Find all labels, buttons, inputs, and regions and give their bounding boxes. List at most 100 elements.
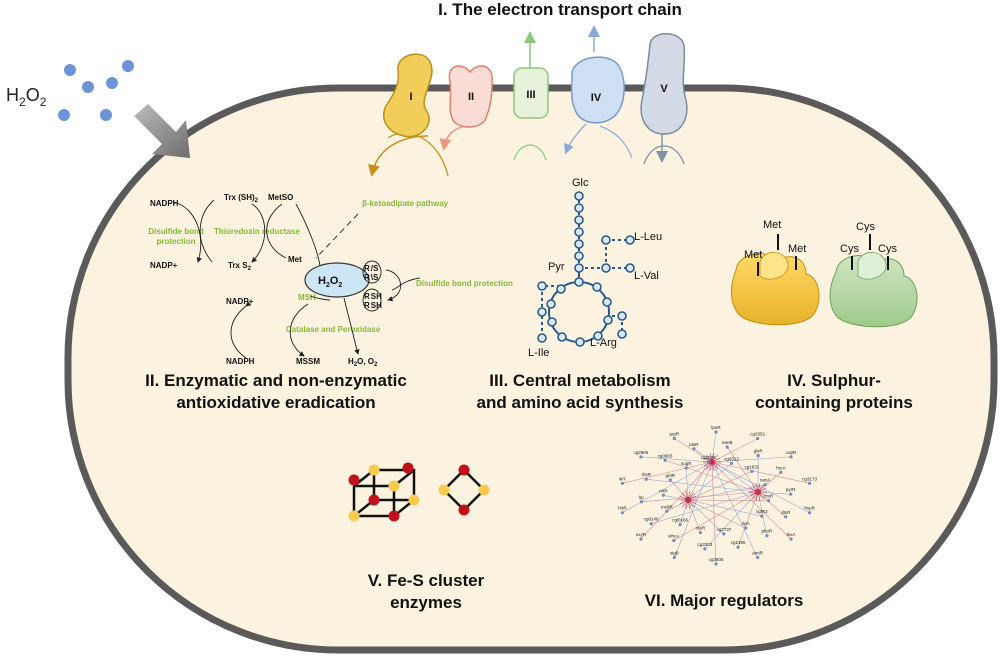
svg-text:L-Leu: L-Leu [634, 231, 662, 243]
s-atoms [348, 464, 490, 522]
network-edge [711, 461, 810, 484]
regulator-node [672, 436, 676, 441]
svg-text:β-ketoadipate pathway: β-ketoadipate pathway [362, 199, 449, 208]
regulator-node [703, 547, 707, 551]
network-edge [687, 499, 725, 535]
network-edge [757, 491, 791, 495]
regulator-node [779, 470, 783, 474]
regulators-title: VI. Major regulators [645, 591, 804, 610]
regulator-label: cg1631 [745, 464, 760, 469]
regulator-node [714, 562, 718, 566]
svg-text:Met: Met [288, 255, 302, 264]
network-edge [646, 478, 759, 493]
complex-iii [513, 67, 549, 119]
regulator-node [750, 469, 754, 473]
svg-text:NADPH: NADPH [150, 199, 179, 208]
regulator-label: ramA [760, 478, 771, 483]
svg-text:V: V [660, 83, 668, 95]
svg-text:Catalase and Peroxidase: Catalase and Peroxidase [286, 325, 381, 334]
regulator-label: rbsR [642, 472, 652, 477]
entry-arrow [132, 104, 190, 158]
network-edge [687, 499, 701, 533]
regulator-network: lpuRramBcg0312cg3352glxRcg1631copRhrcAra… [618, 425, 817, 566]
network-edge [687, 461, 709, 501]
network-edge [687, 499, 746, 529]
regulator-label: cg0312 [724, 456, 739, 461]
network-edge [622, 461, 713, 513]
svg-text:L-Val: L-Val [634, 270, 659, 282]
network-edge [663, 494, 689, 501]
hub-node [755, 489, 761, 495]
svg-text:Cys: Cys [856, 221, 875, 233]
regulator-node [756, 555, 760, 560]
svg-text:L-Ile: L-Ile [528, 347, 549, 359]
fe-atoms [348, 462, 470, 522]
svg-text:MSSM: MSSM [296, 357, 320, 366]
svg-text:I: I [409, 91, 412, 103]
regulator-label: ptsR [689, 442, 699, 447]
regulator-node [729, 461, 734, 465]
svg-text:Met: Met [763, 219, 781, 231]
network-edge [711, 461, 792, 540]
regulator-node [765, 534, 769, 538]
network-edge [673, 491, 759, 541]
regulator-label: cg3303 [697, 542, 712, 547]
svg-text:H2O2: H2O2 [318, 275, 342, 289]
regulator-label: cg1026 [701, 455, 716, 460]
regulator-label: ilvY [619, 476, 626, 481]
regulator-label: cg2500 [709, 557, 724, 562]
svg-text:L-Arg: L-Arg [590, 337, 617, 349]
regulator-label: sigB [670, 550, 679, 555]
network-edge [674, 461, 713, 558]
svg-text:NADP+: NADP+ [150, 261, 178, 270]
regulator-node [784, 515, 788, 519]
network-edge [674, 438, 713, 463]
network-edge [685, 467, 689, 501]
network-edge [757, 472, 782, 493]
network-edge [664, 459, 759, 493]
cell-membrane [64, 84, 998, 654]
network-edge [711, 431, 717, 463]
svg-text:II. Enzymatic and non-enzymati: II. Enzymatic and non-enzymatic [145, 371, 407, 390]
complex-v [640, 33, 688, 135]
regulator-node [789, 537, 793, 541]
network-edge [687, 499, 762, 517]
svg-text:Met: Met [788, 243, 806, 255]
regulator-label: cg0146 [644, 517, 659, 522]
regulator-label: glxR [754, 448, 764, 453]
regulator-node [722, 532, 726, 536]
metabolism-panel: Glc Pyr L-Leu [477, 177, 684, 412]
regulator-node [620, 481, 625, 485]
network-edge [640, 461, 713, 540]
regulator-label: sugR [681, 461, 692, 466]
regulator-node [756, 453, 760, 458]
regulator-node [714, 430, 718, 434]
complex-i-arrow [368, 135, 429, 177]
svg-text:III. Central metabolism: III. Central metabolism [489, 371, 670, 390]
regulator-node [649, 522, 653, 526]
svg-text:Trx S2: Trx S2 [228, 261, 252, 272]
regulator-node [698, 531, 703, 535]
svg-text:Disulfide bond protection: Disulfide bond protection [416, 279, 513, 288]
svg-text:R\S: R\S [364, 273, 379, 282]
network-edge [711, 461, 810, 513]
regulator-label: rosR [696, 526, 706, 531]
svg-text:NADPH: NADPH [226, 357, 255, 366]
regulator-label: prpR [669, 432, 680, 437]
regulator-label: lexA [787, 532, 796, 537]
regulator-node [684, 466, 688, 470]
regulator-node [639, 455, 643, 459]
regulator-label: amtR [752, 550, 764, 555]
regulator-node [672, 555, 676, 560]
svg-text:Cys: Cys [840, 243, 859, 255]
svg-text:Thioredoxin reductase: Thioredoxin reductase [214, 227, 300, 236]
regulator-node [789, 492, 793, 496]
network-edge [704, 491, 759, 550]
regulator-node [665, 509, 669, 513]
hub-node [709, 459, 715, 465]
complex-i [383, 53, 433, 138]
svg-text:Trx (SH)2: Trx (SH)2 [224, 193, 259, 204]
regulator-node [744, 526, 748, 530]
svg-text:RSH: RSH [364, 301, 382, 310]
